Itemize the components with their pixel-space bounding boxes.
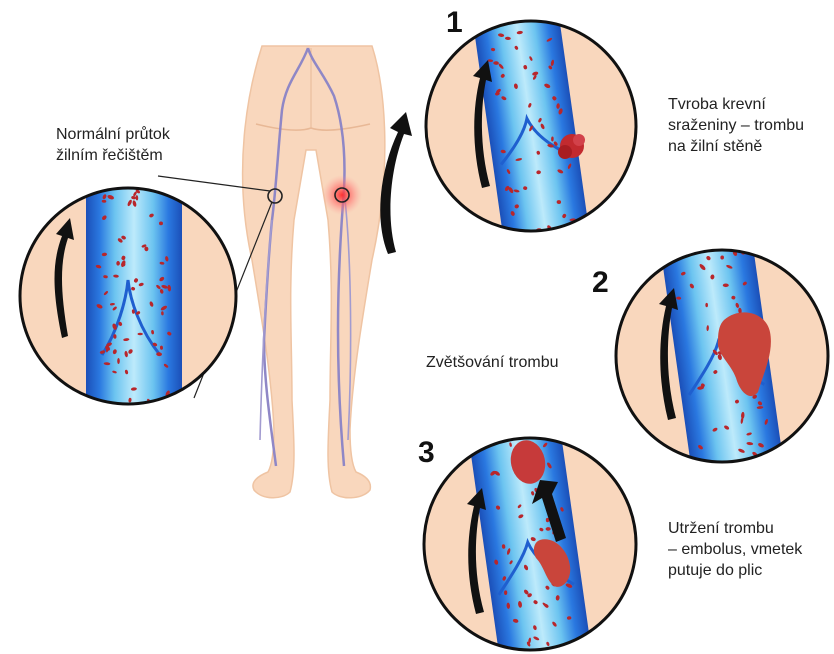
step-1-number: 1 [446,6,463,40]
blood-cell [523,244,529,251]
blood-cell [138,333,143,336]
blood-cell [725,465,732,472]
step-2-label: Zvětšování trombu [426,352,559,373]
blood-cell [707,471,713,475]
blood-cell [567,233,573,237]
normal-flow-circle [20,180,236,420]
step-3-label: Utržení trombu – embolus, vmetek putuje … [668,518,802,581]
blood-cell [565,649,572,654]
blood-cell [714,474,720,479]
step-3-number: 3 [418,436,435,470]
blood-cell [552,648,559,654]
blood-cell [545,5,551,12]
blood-cell [725,236,731,243]
blood-cell [527,11,532,17]
blood-cell [751,459,756,464]
blood-cell [723,283,729,287]
blood-cell [737,237,744,242]
blood-cell [539,13,545,20]
step-2-circle [616,225,828,495]
blood-cell [529,244,536,250]
step-1-label: Tvroba krevní sraženiny – trombu na žiln… [668,94,804,157]
normal-flow-label: Normální průtok žilním řečištěm [56,124,170,166]
blood-cell [569,242,574,247]
blood-cell [117,358,120,364]
blood-cell [486,436,492,442]
step-2-number: 2 [592,266,609,300]
step-3-circle [424,415,636,654]
inflammation-spot [322,175,362,215]
blood-cell [689,244,696,250]
